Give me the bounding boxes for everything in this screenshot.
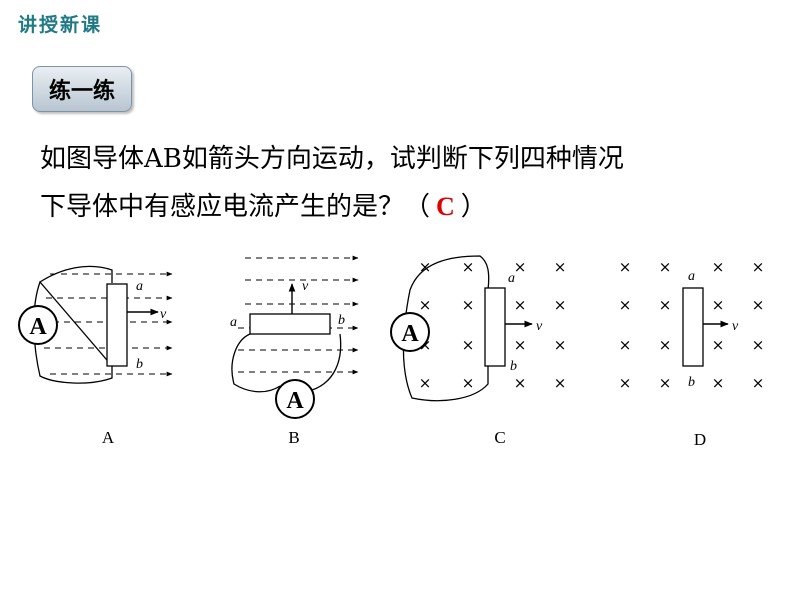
end-b-label-a: b bbox=[136, 357, 143, 372]
question-prefix: 下导体中有感应电流产生的是？（ bbox=[40, 192, 431, 222]
caption-c: C bbox=[494, 428, 505, 447]
question-line-2: 下导体中有感应电流产生的是？（C） bbox=[40, 186, 487, 223]
svg-text:×: × bbox=[462, 336, 475, 354]
svg-text:×: × bbox=[619, 296, 632, 314]
svg-text:×: × bbox=[712, 296, 725, 314]
figure-b: v a b A B bbox=[230, 255, 359, 447]
magnetic-field-crosses-d: × × × × × × × × × × × × × × × × bbox=[619, 258, 765, 392]
conductor-ab-a bbox=[106, 283, 128, 367]
end-b-label-d: b bbox=[688, 375, 695, 390]
svg-text:×: × bbox=[514, 296, 527, 314]
svg-text:×: × bbox=[554, 296, 567, 314]
conductor-ab-d bbox=[682, 287, 704, 367]
svg-text:×: × bbox=[619, 258, 632, 276]
end-b-label-b: b bbox=[338, 313, 345, 328]
svg-text:×: × bbox=[514, 336, 527, 354]
end-a-label-c: a bbox=[508, 271, 515, 286]
caption-d: D bbox=[694, 430, 706, 449]
svg-text:×: × bbox=[659, 374, 672, 392]
figure-a: a b v A A bbox=[18, 265, 173, 447]
figure-c: × × × × × × × × × × × × × × × × v a b A … bbox=[390, 255, 567, 447]
svg-text:×: × bbox=[659, 296, 672, 314]
conductor-ab-b bbox=[249, 313, 331, 335]
end-b-label-c: b bbox=[510, 359, 517, 374]
velocity-label-b: v bbox=[302, 279, 309, 294]
svg-text:×: × bbox=[752, 258, 765, 276]
velocity-label-d: v bbox=[732, 319, 739, 334]
svg-text:×: × bbox=[619, 336, 632, 354]
svg-text:×: × bbox=[462, 296, 475, 314]
answer-letter: C bbox=[436, 192, 455, 221]
end-a-label-b: a bbox=[230, 315, 237, 330]
figure-d: × × × × × × × × × × × × × × × × v a b D bbox=[619, 258, 765, 449]
svg-text:×: × bbox=[419, 374, 432, 392]
svg-text:×: × bbox=[619, 374, 632, 392]
svg-text:×: × bbox=[712, 374, 725, 392]
svg-text:×: × bbox=[462, 258, 475, 276]
question-line-1: 如图导体AB如箭头方向运动，试判断下列四种情况 bbox=[40, 144, 624, 174]
caption-a: A bbox=[102, 428, 115, 447]
svg-text:×: × bbox=[554, 374, 567, 392]
ammeter-b bbox=[275, 379, 315, 419]
circuit-loop-a bbox=[33, 265, 113, 384]
svg-text:×: × bbox=[752, 374, 765, 392]
svg-text:×: × bbox=[712, 258, 725, 276]
conductor-ab-c bbox=[484, 287, 506, 367]
circuit-loop-c bbox=[402, 255, 490, 402]
question-suffix: ） bbox=[460, 192, 487, 222]
ammeter-a bbox=[18, 305, 58, 345]
field-lines-a bbox=[42, 271, 173, 377]
ammeter-label-c: A bbox=[401, 321, 419, 347]
svg-text:×: × bbox=[514, 374, 527, 392]
velocity-label-c: v bbox=[536, 319, 543, 334]
practice-badge[interactable]: 练一练 bbox=[32, 66, 132, 112]
caption-b: B bbox=[288, 428, 299, 447]
svg-text:×: × bbox=[752, 336, 765, 354]
svg-text:×: × bbox=[462, 374, 475, 392]
svg-text:×: × bbox=[554, 336, 567, 354]
ammeter-label-b: A bbox=[286, 388, 304, 414]
svg-text:×: × bbox=[554, 258, 567, 276]
svg-text:×: × bbox=[419, 296, 432, 314]
svg-text:×: × bbox=[712, 336, 725, 354]
ammeter-c bbox=[390, 312, 430, 352]
svg-text:×: × bbox=[419, 258, 432, 276]
end-a-label-d: a bbox=[688, 269, 695, 284]
svg-text:×: × bbox=[514, 258, 527, 276]
magnetic-field-crosses-c: × × × × × × × × × × × × × × × × bbox=[419, 258, 567, 392]
end-a-label-a: a bbox=[136, 279, 143, 294]
circuit-loop-b bbox=[231, 333, 342, 393]
svg-text:×: × bbox=[752, 296, 765, 314]
svg-text:×: × bbox=[659, 258, 672, 276]
svg-text:×: × bbox=[659, 336, 672, 354]
velocity-label-a: v bbox=[160, 307, 167, 322]
section-header: 讲授新课 bbox=[18, 14, 103, 36]
ammeter-label-a: A bbox=[29, 314, 47, 340]
practice-badge-label: 练一练 bbox=[48, 79, 115, 104]
